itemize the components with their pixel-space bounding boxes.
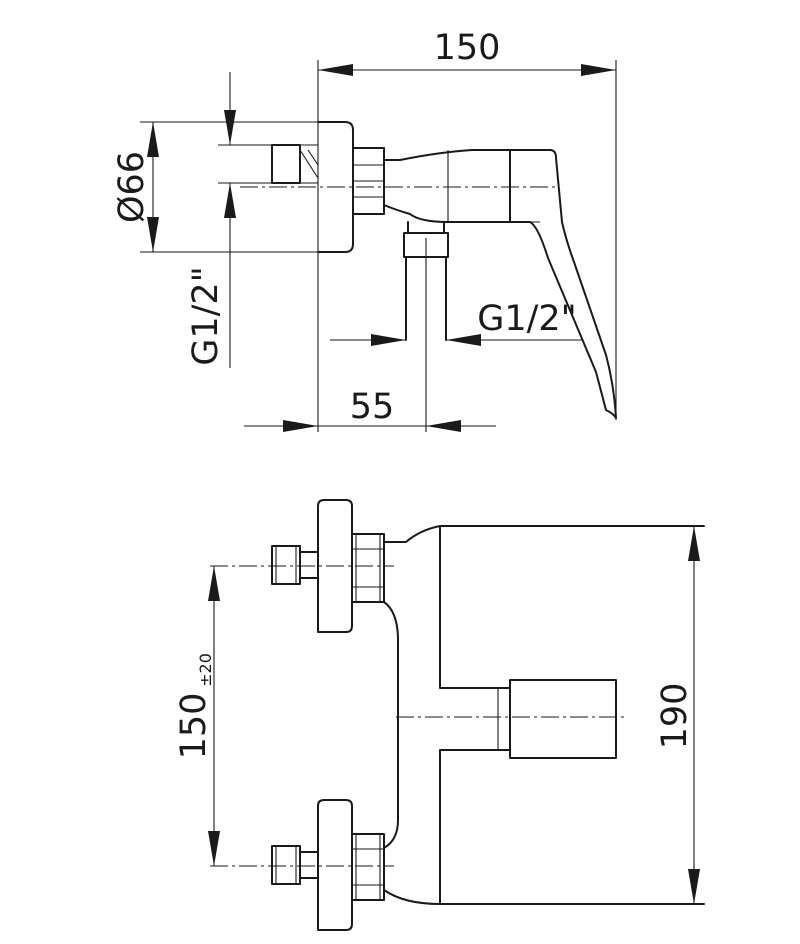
- dim-inlet-spacing-tolerance: ±20: [196, 653, 215, 687]
- dim-diameter: Ø66: [112, 121, 318, 253]
- front-handle: [509, 679, 617, 759]
- dim-outlet-thread: G1/2": [330, 299, 582, 346]
- dim-190: 190: [655, 526, 700, 904]
- dim-diameter-text: Ø66: [112, 151, 152, 223]
- side-valve-body: [383, 149, 511, 223]
- side-view: 150 Ø66 G1/2" G1/2": [112, 28, 617, 432]
- front-rosette-bottom: [317, 799, 353, 931]
- dim-inlet-thread: G1/2": [186, 72, 272, 368]
- front-nut-top: [351, 533, 385, 603]
- front-nut-bottom: [351, 833, 385, 901]
- dim-55: 55: [244, 238, 496, 432]
- side-inlet-nipple: [271, 144, 301, 184]
- dim-150-top: 150: [318, 28, 617, 420]
- front-view: 150 ±20 190: [174, 499, 705, 931]
- dim-outlet-thread-text: G1/2": [477, 299, 577, 339]
- side-lever-handle: [509, 149, 617, 419]
- dim-inlet-spacing-text: 150: [174, 693, 214, 760]
- dim-55-text: 55: [350, 387, 395, 427]
- front-valve-body: [383, 525, 705, 905]
- front-rosette-top: [317, 499, 353, 633]
- dim-inlet-spacing: 150 ±20: [174, 566, 220, 866]
- dim-190-text: 190: [655, 683, 695, 750]
- dim-inlet-thread-text: G1/2": [186, 266, 226, 366]
- dim-150-text: 150: [434, 28, 501, 68]
